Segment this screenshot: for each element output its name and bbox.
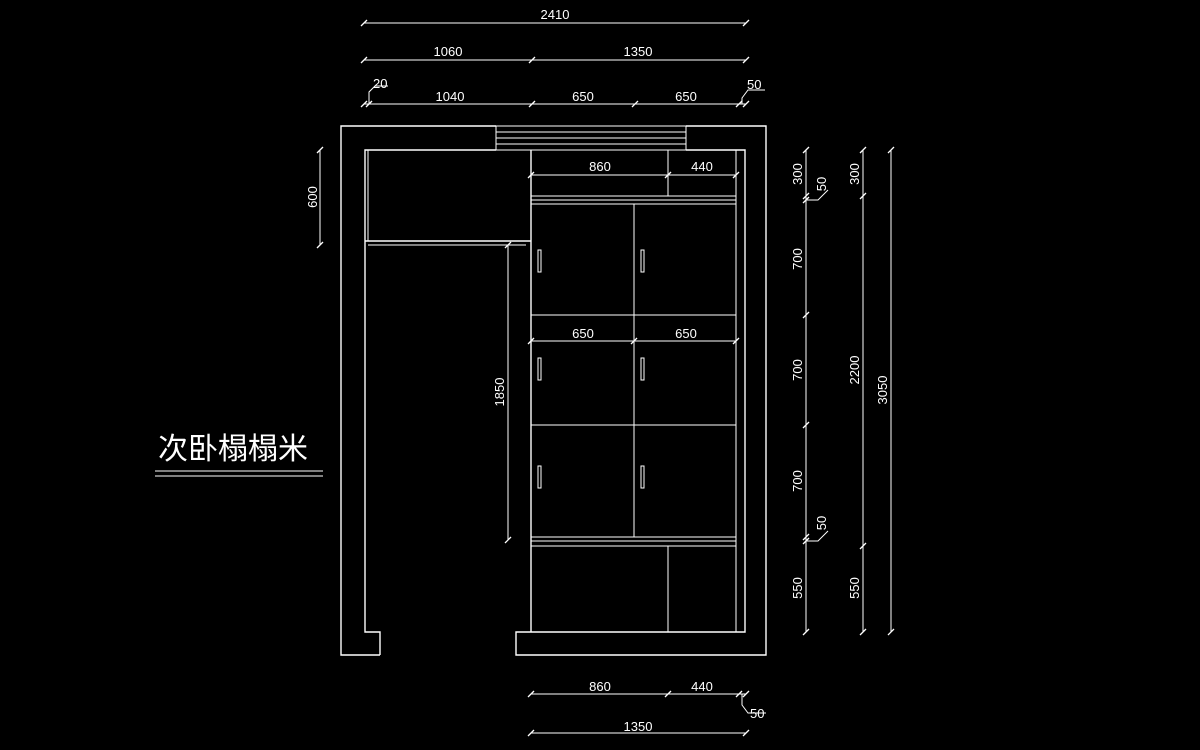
dim-door-a: 650	[572, 89, 594, 104]
dim-left-section: 1060	[434, 44, 463, 59]
dim-bottom-left: 860	[589, 679, 611, 694]
window	[495, 125, 687, 151]
door-handle	[640, 249, 645, 273]
dim-overall-height: 3050	[875, 376, 890, 405]
dim-row-1: 700	[790, 248, 805, 270]
right-dimensions-chain-2: 300 2200 550	[847, 146, 867, 636]
dim-wardrobe-total: 2200	[847, 356, 862, 385]
room-walls	[340, 125, 767, 656]
dim-platform-depth: 600	[305, 186, 320, 208]
left-dimensions: 600 1850	[305, 146, 512, 544]
dim-row-3: 700	[790, 470, 805, 492]
dim-inner-left: 1040	[436, 89, 465, 104]
dim-gap-bottom: 50	[814, 516, 829, 530]
dim-door-b: 650	[675, 89, 697, 104]
dim-overall-width: 2410	[541, 7, 570, 22]
dim-wardrobe-height: 1850	[492, 378, 507, 407]
dim-row-2: 700	[790, 359, 805, 381]
dim-bottom-right: 440	[691, 679, 713, 694]
dim-middle-right: 650	[675, 326, 697, 341]
dim-wall-right: 50	[747, 77, 761, 92]
dim-base-height: 550	[790, 577, 805, 599]
door-handle	[537, 465, 542, 489]
dim-bottom-wall: 50	[750, 706, 764, 721]
drawing-title: 次卧榻榻米	[158, 432, 308, 467]
door-handle	[537, 357, 542, 381]
wardrobe	[530, 150, 737, 632]
dim-top-right-box: 440	[691, 159, 713, 174]
dim-base-height-2: 550	[847, 577, 862, 599]
overall-height-dimension: 3050	[875, 146, 895, 636]
cabinet-dimensions: 860 440 650 650	[527, 159, 740, 345]
dim-top-left-box: 860	[589, 159, 611, 174]
top-dimensions: 2410 1060 1350 20 1040 650 650 50	[360, 7, 765, 108]
dim-top-box-height: 300	[790, 163, 805, 185]
dim-middle-left: 650	[572, 326, 594, 341]
dim-right-section: 1350	[624, 44, 653, 59]
bottom-dimensions: 860 440 50 1350	[527, 679, 766, 737]
dim-wall-left: 20	[373, 76, 387, 91]
right-dimensions-chain-1: 300 50 700 700 700 50 550	[790, 146, 829, 636]
door-handle	[537, 249, 542, 273]
tatami-platform	[365, 150, 531, 246]
door-handle	[640, 357, 645, 381]
dim-bottom-total: 1350	[624, 719, 653, 734]
dim-gap-top: 50	[814, 177, 829, 191]
dim-top-box-height-2: 300	[847, 163, 862, 185]
door-handle	[640, 465, 645, 489]
